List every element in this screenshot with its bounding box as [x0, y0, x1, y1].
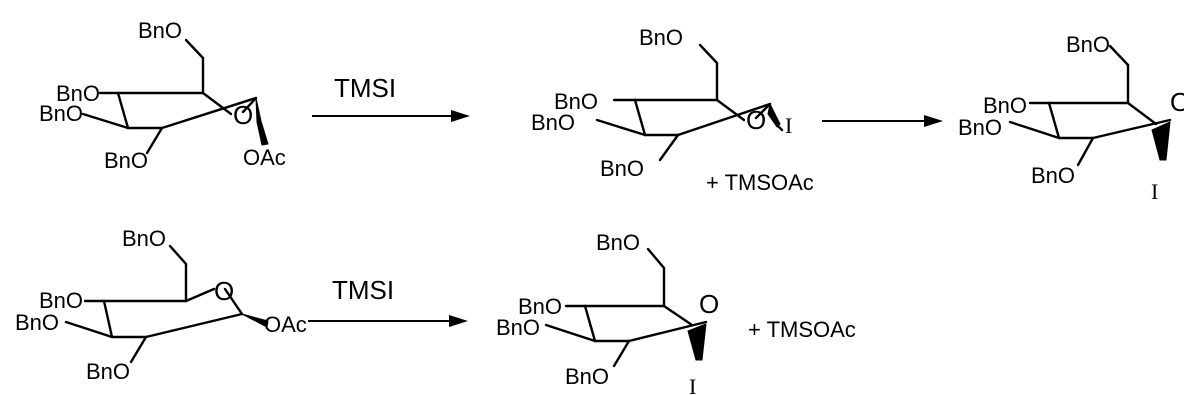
label-acetoxy: OAc — [243, 145, 286, 170]
label-bno-2: BnO — [600, 156, 644, 181]
reaction-arrow-bottom: TMSI — [308, 275, 468, 327]
label-bno-4: BnO — [39, 288, 83, 313]
reaction-arrow-top-1: TMSI — [312, 73, 470, 122]
label-ring-oxygen: O — [214, 276, 234, 306]
label-bno-6: BnO — [639, 25, 683, 50]
label-bno-2: BnO — [1031, 163, 1075, 188]
label-bno-6: BnO — [122, 226, 166, 251]
label-bno-2: BnO — [565, 364, 609, 389]
label-iodo: I — [1151, 179, 1158, 204]
molecule-alpha-iodide-top: BnO O BnO BnO BnO I — [958, 32, 1184, 204]
label-bno-3: BnO — [958, 115, 1002, 140]
label-bno-3: BnO — [39, 101, 83, 126]
label-bno-4: BnO — [983, 93, 1027, 118]
byproduct-label-bottom: + TMSOAc — [748, 317, 856, 342]
label-bno-2: BnO — [86, 359, 130, 384]
label-ring-oxygen: O — [233, 100, 253, 130]
reagent-label-bottom: TMSI — [332, 275, 394, 305]
label-bno-4: BnO — [56, 81, 100, 106]
label-ring-oxygen: O — [699, 289, 719, 319]
byproduct-label-top: + TMSOAc — [706, 170, 814, 195]
label-acetoxy: OAc — [264, 312, 307, 337]
molecule-beta-iodide: BnO O BnO BnO BnO I + TMSOAc — [531, 25, 814, 195]
reagent-label-top: TMSI — [334, 73, 396, 103]
label-bno-4: BnO — [554, 89, 598, 114]
label-ring-oxygen: O — [746, 105, 766, 135]
label-bno-3: BnO — [496, 315, 540, 340]
label-bno-2: BnO — [104, 148, 148, 173]
label-bno-6: BnO — [596, 230, 640, 255]
molecule-alpha-iodide-bottom: BnO O BnO BnO BnO I + TMSOAc — [496, 230, 856, 395]
label-bno-6: BnO — [138, 18, 182, 43]
label-bno-3: BnO — [15, 310, 59, 335]
molecule-beta-acetate-bottom: BnO O BnO BnO BnO OAc — [15, 226, 307, 384]
label-bno-3: BnO — [531, 110, 575, 135]
label-iodo: I — [785, 113, 792, 138]
label-bno-6: BnO — [1066, 32, 1110, 57]
label-iodo: I — [689, 374, 696, 395]
reaction-arrow-top-2 — [822, 115, 943, 127]
label-ring-oxygen: O — [1170, 87, 1184, 117]
molecule-beta-acetate: BnO O BnO BnO BnO OAc — [39, 18, 286, 173]
label-bno-4: BnO — [518, 294, 562, 319]
